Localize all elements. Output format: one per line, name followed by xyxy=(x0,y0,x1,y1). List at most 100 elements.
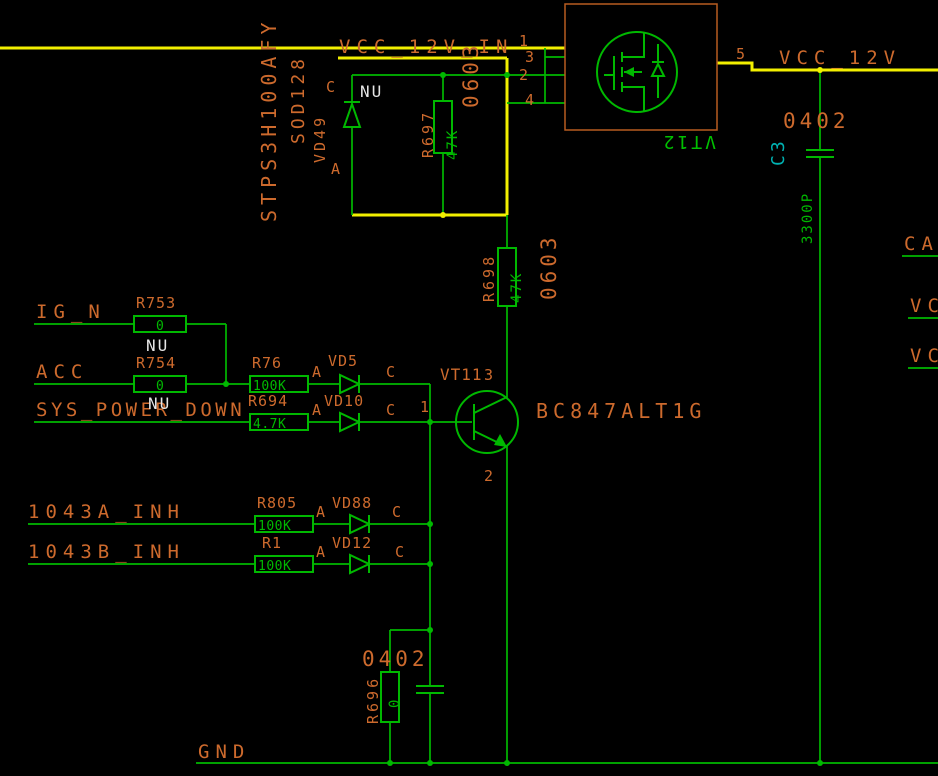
r697-body[interactable] xyxy=(433,100,453,154)
r696-value-label: 0 xyxy=(387,698,403,708)
vt11-ref-label: VT11 xyxy=(440,365,483,384)
net-label-sys-power-down: SYS_POWER_DOWN xyxy=(36,399,245,421)
vt12-arrow xyxy=(624,67,634,77)
vt12-drain-lead xyxy=(622,33,645,58)
wire-ig-n[interactable] xyxy=(34,323,227,384)
vd88-ref-label: VD88 xyxy=(332,494,372,512)
vt12-pin-number-1: 1 xyxy=(519,32,528,50)
vd12-cathode-label: C xyxy=(395,543,404,561)
vd49-part-label: STPS3H100AFY xyxy=(257,18,281,223)
r754-body[interactable] xyxy=(133,375,187,393)
junction-dot xyxy=(504,760,510,766)
vt12-outline-box[interactable] xyxy=(564,3,718,131)
vd10-diode-symbol[interactable] xyxy=(339,411,362,433)
junction-dot xyxy=(427,561,433,567)
vd12-triangle xyxy=(349,553,372,575)
vd10-ref-label: VD10 xyxy=(324,392,364,410)
net-label-edge-top: CA xyxy=(904,233,938,255)
vt11-part-label: BC847ALT1G xyxy=(536,399,706,423)
vt12-pin-number-3: 3 xyxy=(525,48,534,66)
vt12-mosfet-symbol[interactable] xyxy=(564,3,718,131)
wire-bottom-network[interactable] xyxy=(389,629,431,763)
r76-ref-label: R76 xyxy=(252,354,282,372)
junction-dot xyxy=(427,627,433,633)
wire-right-edge-nets[interactable] xyxy=(902,255,938,369)
vd5-triangle xyxy=(339,373,362,395)
net-label-ig-n: IG_N xyxy=(36,301,106,323)
wire-segment[interactable] xyxy=(717,61,938,72)
r698-size-label: 0603 xyxy=(537,233,561,300)
vt11-collector-lead xyxy=(473,396,508,414)
r696-size-label: 0402 xyxy=(362,647,429,671)
r753-nu-label: NU xyxy=(146,336,169,355)
vt12-ref-label: VT12 xyxy=(661,131,716,152)
r696-body[interactable] xyxy=(380,671,400,723)
junction-dot xyxy=(387,760,393,766)
r753-value-label: 0 xyxy=(156,319,164,334)
net-label-1043b-inh: 1043B_INH xyxy=(28,541,185,563)
junction-dot xyxy=(817,760,823,766)
vd5-diode-symbol[interactable] xyxy=(339,373,362,395)
vd10-cathode-label: C xyxy=(386,401,395,419)
junction-dot xyxy=(427,419,433,425)
vt12-body-diode-triangle xyxy=(650,61,666,77)
net-label-gnd: GND xyxy=(198,741,250,763)
wire-vt12-pin-stubs[interactable] xyxy=(507,48,565,104)
vt11-pin-number-base: 1 xyxy=(420,398,429,416)
vt12-body-circle[interactable] xyxy=(596,31,678,113)
vd12-diode-symbol[interactable] xyxy=(349,553,372,575)
r805-body[interactable] xyxy=(254,515,314,533)
junction-dot xyxy=(427,521,433,527)
vd5-cathode-label: C xyxy=(386,363,395,381)
vd49-package-label: SOD128 xyxy=(288,55,309,144)
vd12-ref-label: VD12 xyxy=(332,534,372,552)
junction-dot xyxy=(440,212,446,218)
r76-body[interactable] xyxy=(249,375,309,393)
c3-capacitor-symbol[interactable] xyxy=(806,149,834,158)
vd49-anode-label: A xyxy=(331,160,340,178)
vt11-pin-number-emitter: 2 xyxy=(484,467,493,485)
vt11-pin-number-collector: 3 xyxy=(484,366,493,384)
vd49-cathode-label: C xyxy=(326,78,335,96)
wire-vcc-12v-in[interactable] xyxy=(0,46,565,217)
junction-dot xyxy=(440,72,446,78)
wire-vd49-r697-bus[interactable] xyxy=(351,74,565,215)
vt12-pin-number-2: 2 xyxy=(519,66,528,84)
r805-value-label: 100K xyxy=(258,519,291,534)
vd49-diode-symbol[interactable] xyxy=(342,100,362,128)
r753-ref-label: R753 xyxy=(136,294,176,312)
r697-size-label: 0603 xyxy=(459,41,483,108)
vd49-nu-label: NU xyxy=(360,82,383,101)
wire-vcc-12v[interactable] xyxy=(717,61,938,72)
vd5-ref-label: VD5 xyxy=(328,352,358,370)
r698-value-label: 47K xyxy=(509,272,525,303)
vt11-emitter-arrow xyxy=(494,434,507,447)
r694-value-label: 4.7K xyxy=(253,417,286,432)
vd49-triangle xyxy=(342,100,362,128)
net-label-edge-mid: VC xyxy=(910,295,938,317)
junction-dot xyxy=(817,67,823,73)
vd12-anode-label: A xyxy=(316,543,325,561)
net-label-edge-bot: VC xyxy=(910,345,938,367)
vd10-anode-label: A xyxy=(312,401,321,419)
r698-ref-label: R698 xyxy=(480,254,498,302)
r1-body[interactable] xyxy=(254,555,314,573)
r754-ref-label: R754 xyxy=(136,354,176,372)
r694-body[interactable] xyxy=(249,413,309,431)
c3-size-label: 0402 xyxy=(783,109,850,133)
r76-value-label: 100K xyxy=(253,379,286,394)
vd88-triangle xyxy=(349,513,372,535)
vt11-transistor-symbol[interactable] xyxy=(455,390,519,454)
r754-nu-label: NU xyxy=(148,394,171,413)
bottom-capacitor-symbol[interactable] xyxy=(416,685,444,694)
r753-body[interactable] xyxy=(133,315,187,333)
vt11-body-circle[interactable] xyxy=(455,390,519,454)
wire-base-bus[interactable] xyxy=(429,384,472,630)
r754-value-label: 0 xyxy=(156,379,164,394)
vd5-anode-label: A xyxy=(312,363,321,381)
vd88-diode-symbol[interactable] xyxy=(349,513,372,535)
r698-body[interactable] xyxy=(497,247,517,307)
vt12-pin-number-5: 5 xyxy=(736,45,745,63)
net-label-acc: ACC xyxy=(36,361,88,383)
